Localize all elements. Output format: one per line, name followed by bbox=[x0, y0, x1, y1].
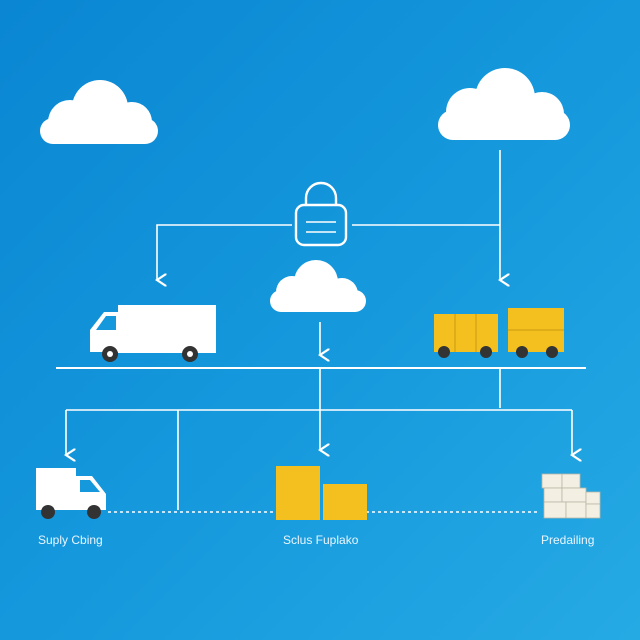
lock-icon bbox=[294, 181, 348, 247]
connector-lines bbox=[56, 150, 586, 513]
label-right: Predailing bbox=[541, 533, 595, 547]
label-supply-chain: Suply Cbing bbox=[38, 533, 103, 547]
truck-icon-bottom-left bbox=[36, 468, 106, 519]
cloud-icon-center bbox=[270, 260, 366, 312]
cargo-truck-icon bbox=[434, 308, 564, 358]
cloud-icon-right bbox=[438, 68, 570, 140]
truck-icon-top-left bbox=[90, 305, 216, 362]
stacked-boxes-icon bbox=[541, 473, 601, 519]
cloud-icon-left bbox=[40, 80, 158, 144]
box-icon bbox=[276, 466, 367, 520]
label-center: Sclus Fuplako bbox=[283, 533, 359, 547]
